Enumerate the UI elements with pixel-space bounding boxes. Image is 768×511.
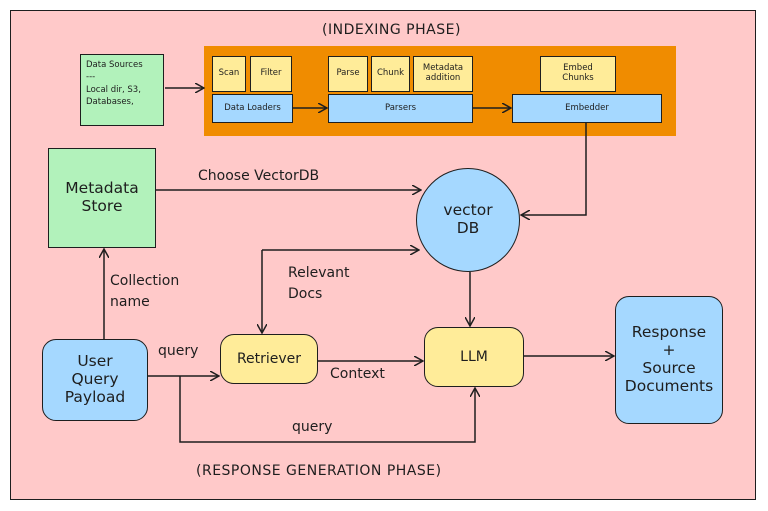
embed-chunks-label-1: Embed <box>563 63 593 74</box>
data-sources-title: Data Sources <box>86 60 143 70</box>
response-box: Response + Source Documents <box>615 296 723 424</box>
choose-vectordb-label: Choose VectorDB <box>198 168 320 184</box>
response-phase-title: (RESPONSE GENERATION PHASE) <box>196 463 442 479</box>
embedder-box: Embedder <box>512 94 662 123</box>
user-query-label-1: User <box>77 352 113 371</box>
metadata-store-label-2: Store <box>81 197 123 215</box>
relevant-docs-label-1: Relevant <box>288 265 350 281</box>
data-sources-items-2: Databases, <box>86 96 134 107</box>
collection-name-label: Collection name <box>110 271 179 313</box>
response-label-3: Source <box>642 359 696 377</box>
data-sources-separator: --- <box>86 72 96 83</box>
scan-box: Scan <box>212 56 246 92</box>
user-query-payload-box: User Query Payload <box>42 339 148 421</box>
user-query-label-3: Payload <box>64 387 126 406</box>
metadata-store-label-1: Metadata <box>65 179 139 198</box>
vector-db-label-2: DB <box>456 219 480 237</box>
collection-name-label-1: Collection <box>110 273 180 289</box>
response-label-2: + <box>662 341 676 360</box>
metadata-addition-box: Metadata addition <box>413 56 473 92</box>
query-label-top: query <box>158 343 199 359</box>
vector-db-label-1: vector <box>443 201 493 220</box>
parse-box: Parse <box>328 56 368 92</box>
collection-name-label-2: name <box>110 294 150 310</box>
data-sources-box: Data Sources --- Local dir, S3, Database… <box>80 54 164 126</box>
context-label: Context <box>330 366 385 382</box>
metadata-addition-label-1: Metadata <box>422 63 464 74</box>
relevant-docs-label-2: Docs <box>288 286 323 302</box>
response-label-4: Documents <box>624 376 714 395</box>
arrow-embedder-to-vectordb <box>522 123 587 215</box>
parsers-box: Parsers <box>328 94 473 123</box>
chunk-box: Chunk <box>371 56 410 92</box>
vector-db-node: vector DB <box>416 168 520 272</box>
indexing-phase-title: (INDEXING PHASE) <box>322 22 461 38</box>
response-label-1: Response <box>631 323 707 342</box>
llm-box: LLM <box>424 327 524 387</box>
user-query-label-2: Query <box>71 370 119 389</box>
arrow-query-to-llm <box>179 376 475 443</box>
data-loaders-box: Data Loaders <box>212 94 293 123</box>
metadata-store-box: Metadata Store <box>48 148 156 248</box>
relevant-docs-label: Relevant Docs <box>288 263 349 305</box>
embed-chunks-label-2: Chunks <box>562 73 594 83</box>
query-label-bottom: query <box>292 419 333 435</box>
retriever-box: Retriever <box>220 334 318 384</box>
filter-box: Filter <box>250 56 292 92</box>
metadata-addition-label-2: addition <box>425 73 461 83</box>
data-sources-items: Local dir, S3, <box>86 84 141 95</box>
embed-chunks-box: Embed Chunks <box>540 56 616 92</box>
